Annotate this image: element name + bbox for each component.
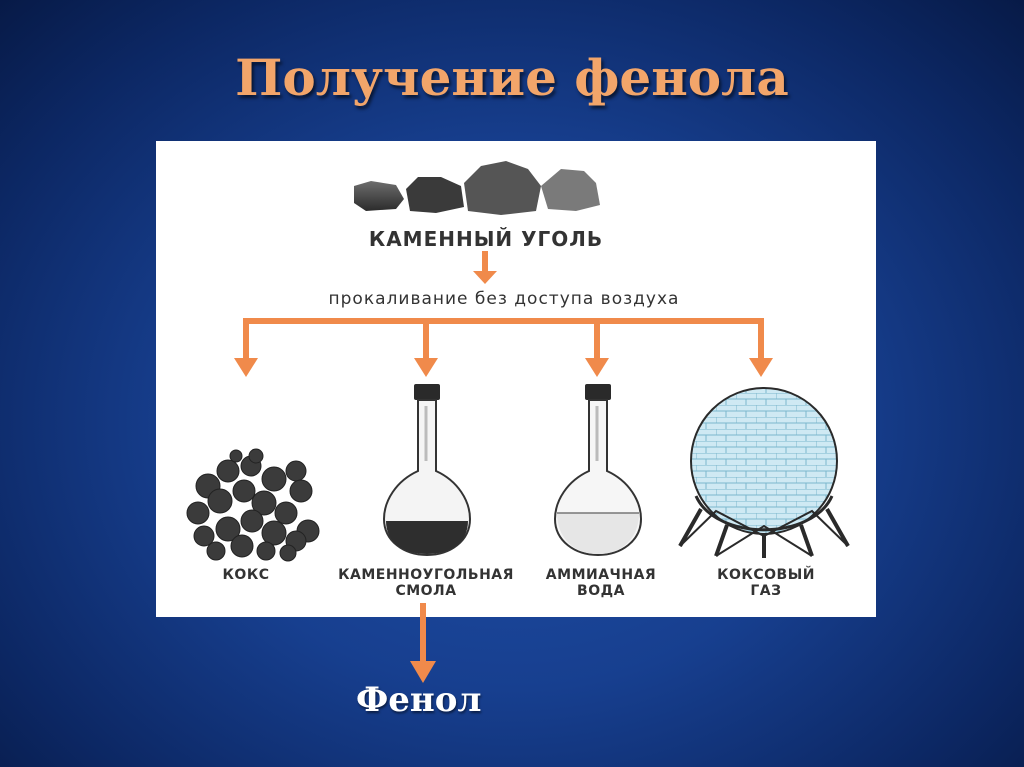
distribution-arrows: [234, 318, 773, 377]
coal-icon: [354, 161, 600, 215]
source-label: КАМЕННЫЙ УГОЛЬ: [368, 227, 604, 251]
process-label: прокаливание без доступа воздуха: [328, 289, 680, 309]
result-label: Фенол: [356, 680, 482, 720]
diagram-graphics: [186, 161, 850, 562]
diagram-panel: КАМЕННЫЙ УГОЛЬ прокаливание без доступа …: [156, 141, 876, 617]
gas-holder-icon: [678, 387, 850, 558]
tar-flask-icon: [382, 384, 472, 557]
coke-icon: [186, 448, 320, 562]
arrow-to-phenol-icon: [410, 603, 436, 683]
arrow-down-icon: [473, 251, 497, 284]
ammonia-flask-icon: [553, 384, 643, 557]
page-title: Получение фенола: [235, 48, 789, 107]
product-label-coke: КОКС: [222, 567, 270, 583]
